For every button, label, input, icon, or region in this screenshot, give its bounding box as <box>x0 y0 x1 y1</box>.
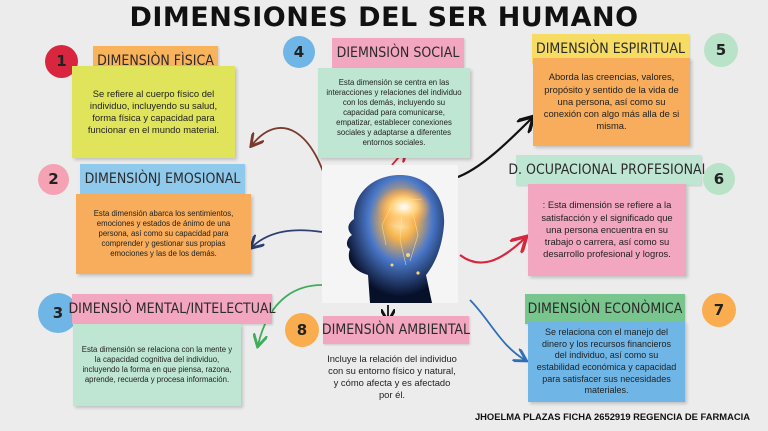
number-badge-3: 3 <box>38 293 78 333</box>
arrow-to-espiritual <box>454 118 532 180</box>
label-dimension-emocional: DIMENSIÒNJ EMOSIONAL <box>80 164 245 194</box>
arrow-to-emocional <box>252 229 323 247</box>
label-dimension-social: DIEMNSIÒN SOCIAL <box>332 38 464 68</box>
number-badge-4: 4 <box>283 36 315 68</box>
author-footer: JHOELMA PLAZAS FICHA 2652919 REGENCIA DE… <box>474 411 750 422</box>
note-dimension-emocional: Esta dimensión abarca los sentimientos, … <box>76 194 251 274</box>
note-dimension-economica: Se relaciona con el manejo del dinero y … <box>528 322 685 402</box>
center-human-head-image <box>322 165 458 303</box>
number-badge-8: 8 <box>285 313 319 347</box>
note-dimension-ocupacional: : Esta dimensión se refiere a la satisfa… <box>528 184 686 276</box>
note-dimension-espiritual: Aborda las creencias, valores, propósito… <box>533 58 690 146</box>
arrow-to-ocupacional <box>459 238 525 264</box>
note-dimension-fisica: Se refiere al cuerpo físico del individu… <box>72 66 235 158</box>
number-badge-6: 6 <box>703 163 735 195</box>
label-dimension-economica: DIMENSIÒN ECONÒMICA <box>525 294 685 324</box>
note-dimension-mental: Esta dimensión se relaciona con la mente… <box>73 324 241 406</box>
label-dimension-ambiental: DIMENSIÒN AMBIENTAL <box>322 316 470 344</box>
note-dimension-ambiental: Incluye la relación del individuo con su… <box>327 352 457 401</box>
number-badge-5: 5 <box>704 33 738 67</box>
page-title: DIMENSIONES DEL SER HUMANO <box>129 2 639 33</box>
number-badge-2: 2 <box>38 164 69 195</box>
label-dimension-ocupacional: D. OCUPACIONAL PROFESIONAL <box>508 155 709 185</box>
note-dimension-social: Esta dimensión se centra en las interacc… <box>318 68 470 158</box>
label-dimension-mental: DIMENSIÒ MENTAL/INTELECTUAL <box>68 294 276 324</box>
arrow-to-economica <box>469 299 525 360</box>
number-badge-7: 7 <box>702 293 736 327</box>
arrow-to-mental <box>258 284 323 345</box>
